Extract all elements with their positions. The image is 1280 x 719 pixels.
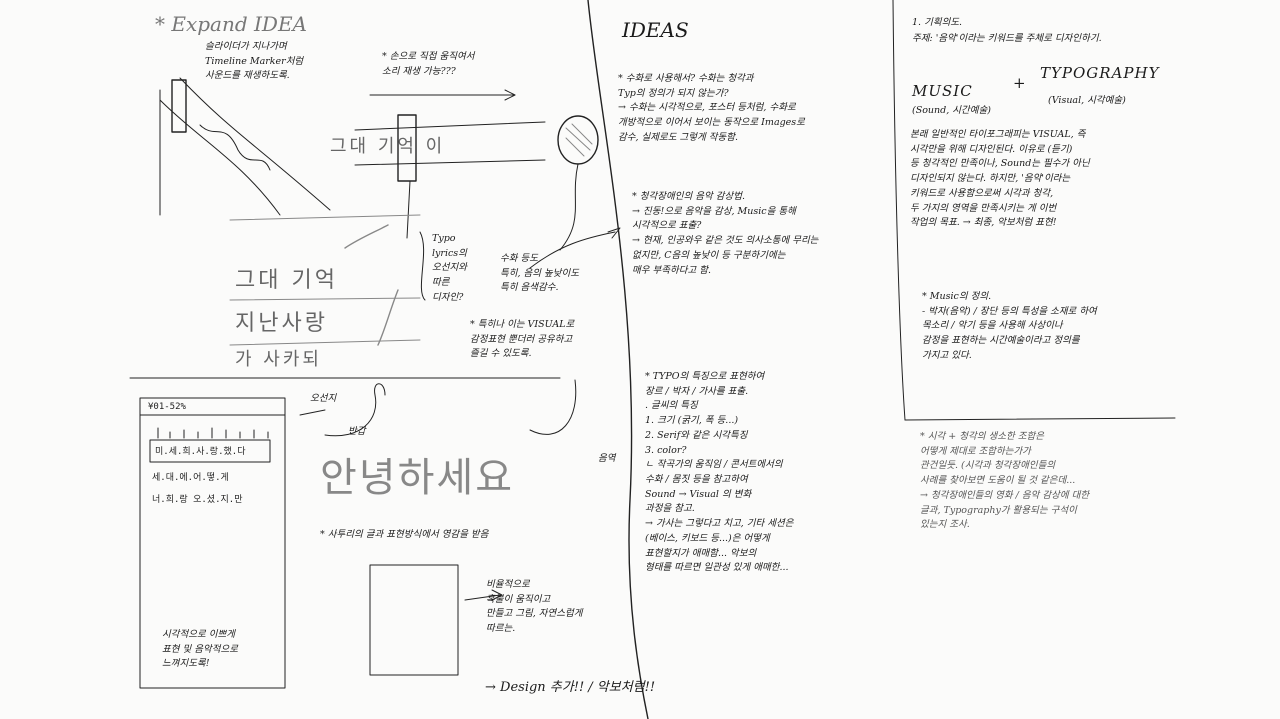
lyric-top: 그대 기억 이 [330,136,446,157]
visual-share-note: * 특히나 이는 VISUAL로 감정표현 뿐더러 공유하고 즐길 수 있도록. [470,319,575,360]
phone-status-bar: ¥01-52% [148,402,186,412]
planning-heading: 1. 기획의도. [912,17,963,28]
dialect-note: * 사투리의 글과 표현방식에서 영감을 받음 [320,529,489,540]
lyric-line-1: 그대 기억 [235,268,338,293]
music-definition: * Music의 정의. - 박자(음악) / 장단 등의 특성을 소재로 하여… [922,291,1097,361]
idea-hearing-impaired: * 청각장애인의 음악 감상법. → 진동!으로 음악을 감상, Music을 … [632,191,819,276]
plus-sign: + [1013,74,1026,92]
typography-subtitle: (Visual, 시각예술) [1048,95,1126,106]
hello-typography: 안녕하세요 [320,455,514,501]
phone-bottom-note: 시각적으로 이쁘게 표현 및 음악적으로 느껴지도록! [162,629,238,670]
sign-language-note: 수화 등도 특히, 음의 높낮이도 특히 음색감수. [500,253,579,294]
planning-topic: 주제: '음악'이라는 키워드를 주체로 디자인하기. [912,33,1102,44]
phone-lyric-1: 미.세.희.사.랑.했.다 [155,447,246,457]
idea-typo-features: * TYPO의 특징으로 표현하여 장르 / 박자 / 가사를 표출. . 글씨… [645,371,794,574]
divider-left [587,0,649,719]
hand-play-note: * 손으로 직접 움직여서 소리 재생 가능??? [382,51,475,77]
scale-note: 비율적으로 혹불이 움직이고 만들고 그림, 자연스럽게 따르는. [486,579,583,635]
design-note: → Design 추가!! / 악보처럼!! [485,680,656,695]
staff-label: 오선지 [310,393,337,404]
lyric-line-2: 지난사랑 [235,311,328,336]
phone-lyric-2: 세.대.에.어.떻.게 [152,473,229,483]
lyric-line-3: 가 사카되 [235,349,322,370]
phone-lyric-3: 너.희.랑 오.셨.지.만 [152,495,243,505]
hello-small-label: 음역 [598,453,616,464]
music-subtitle: (Sound, 시간예술) [912,105,991,116]
divider-right-h [904,417,1176,421]
idea-sign-language: * 수화로 사용해서? 수화는 청각과 Typ의 정의가 되지 않는가? → 수… [618,73,805,143]
ideas-title: IDEAS [622,18,689,42]
combination-note: * 시각 + 청각의 생소한 조합은 어떻게 제대로 조합하는가가 관건일듯. … [920,431,1090,531]
typo-lyrics-note: Typo lyrics의 오선지와 따른 디자인? [432,233,467,303]
hello-label: 반갑 [348,426,366,437]
typography-word: TYPOGRAPHY [1040,64,1160,82]
planning-body: 본래 일반적인 타이포그래피는 VISUAL, 즉 시각만을 위해 디자인된다.… [910,129,1090,229]
divider-right [892,0,906,421]
expand-idea-title: * Expand IDEA [155,12,307,36]
slider-note: 슬라이더가 지나가며 Timeline Marker처럼 사운드를 재생하도록. [205,41,304,82]
music-word: MUSIC [912,82,973,100]
